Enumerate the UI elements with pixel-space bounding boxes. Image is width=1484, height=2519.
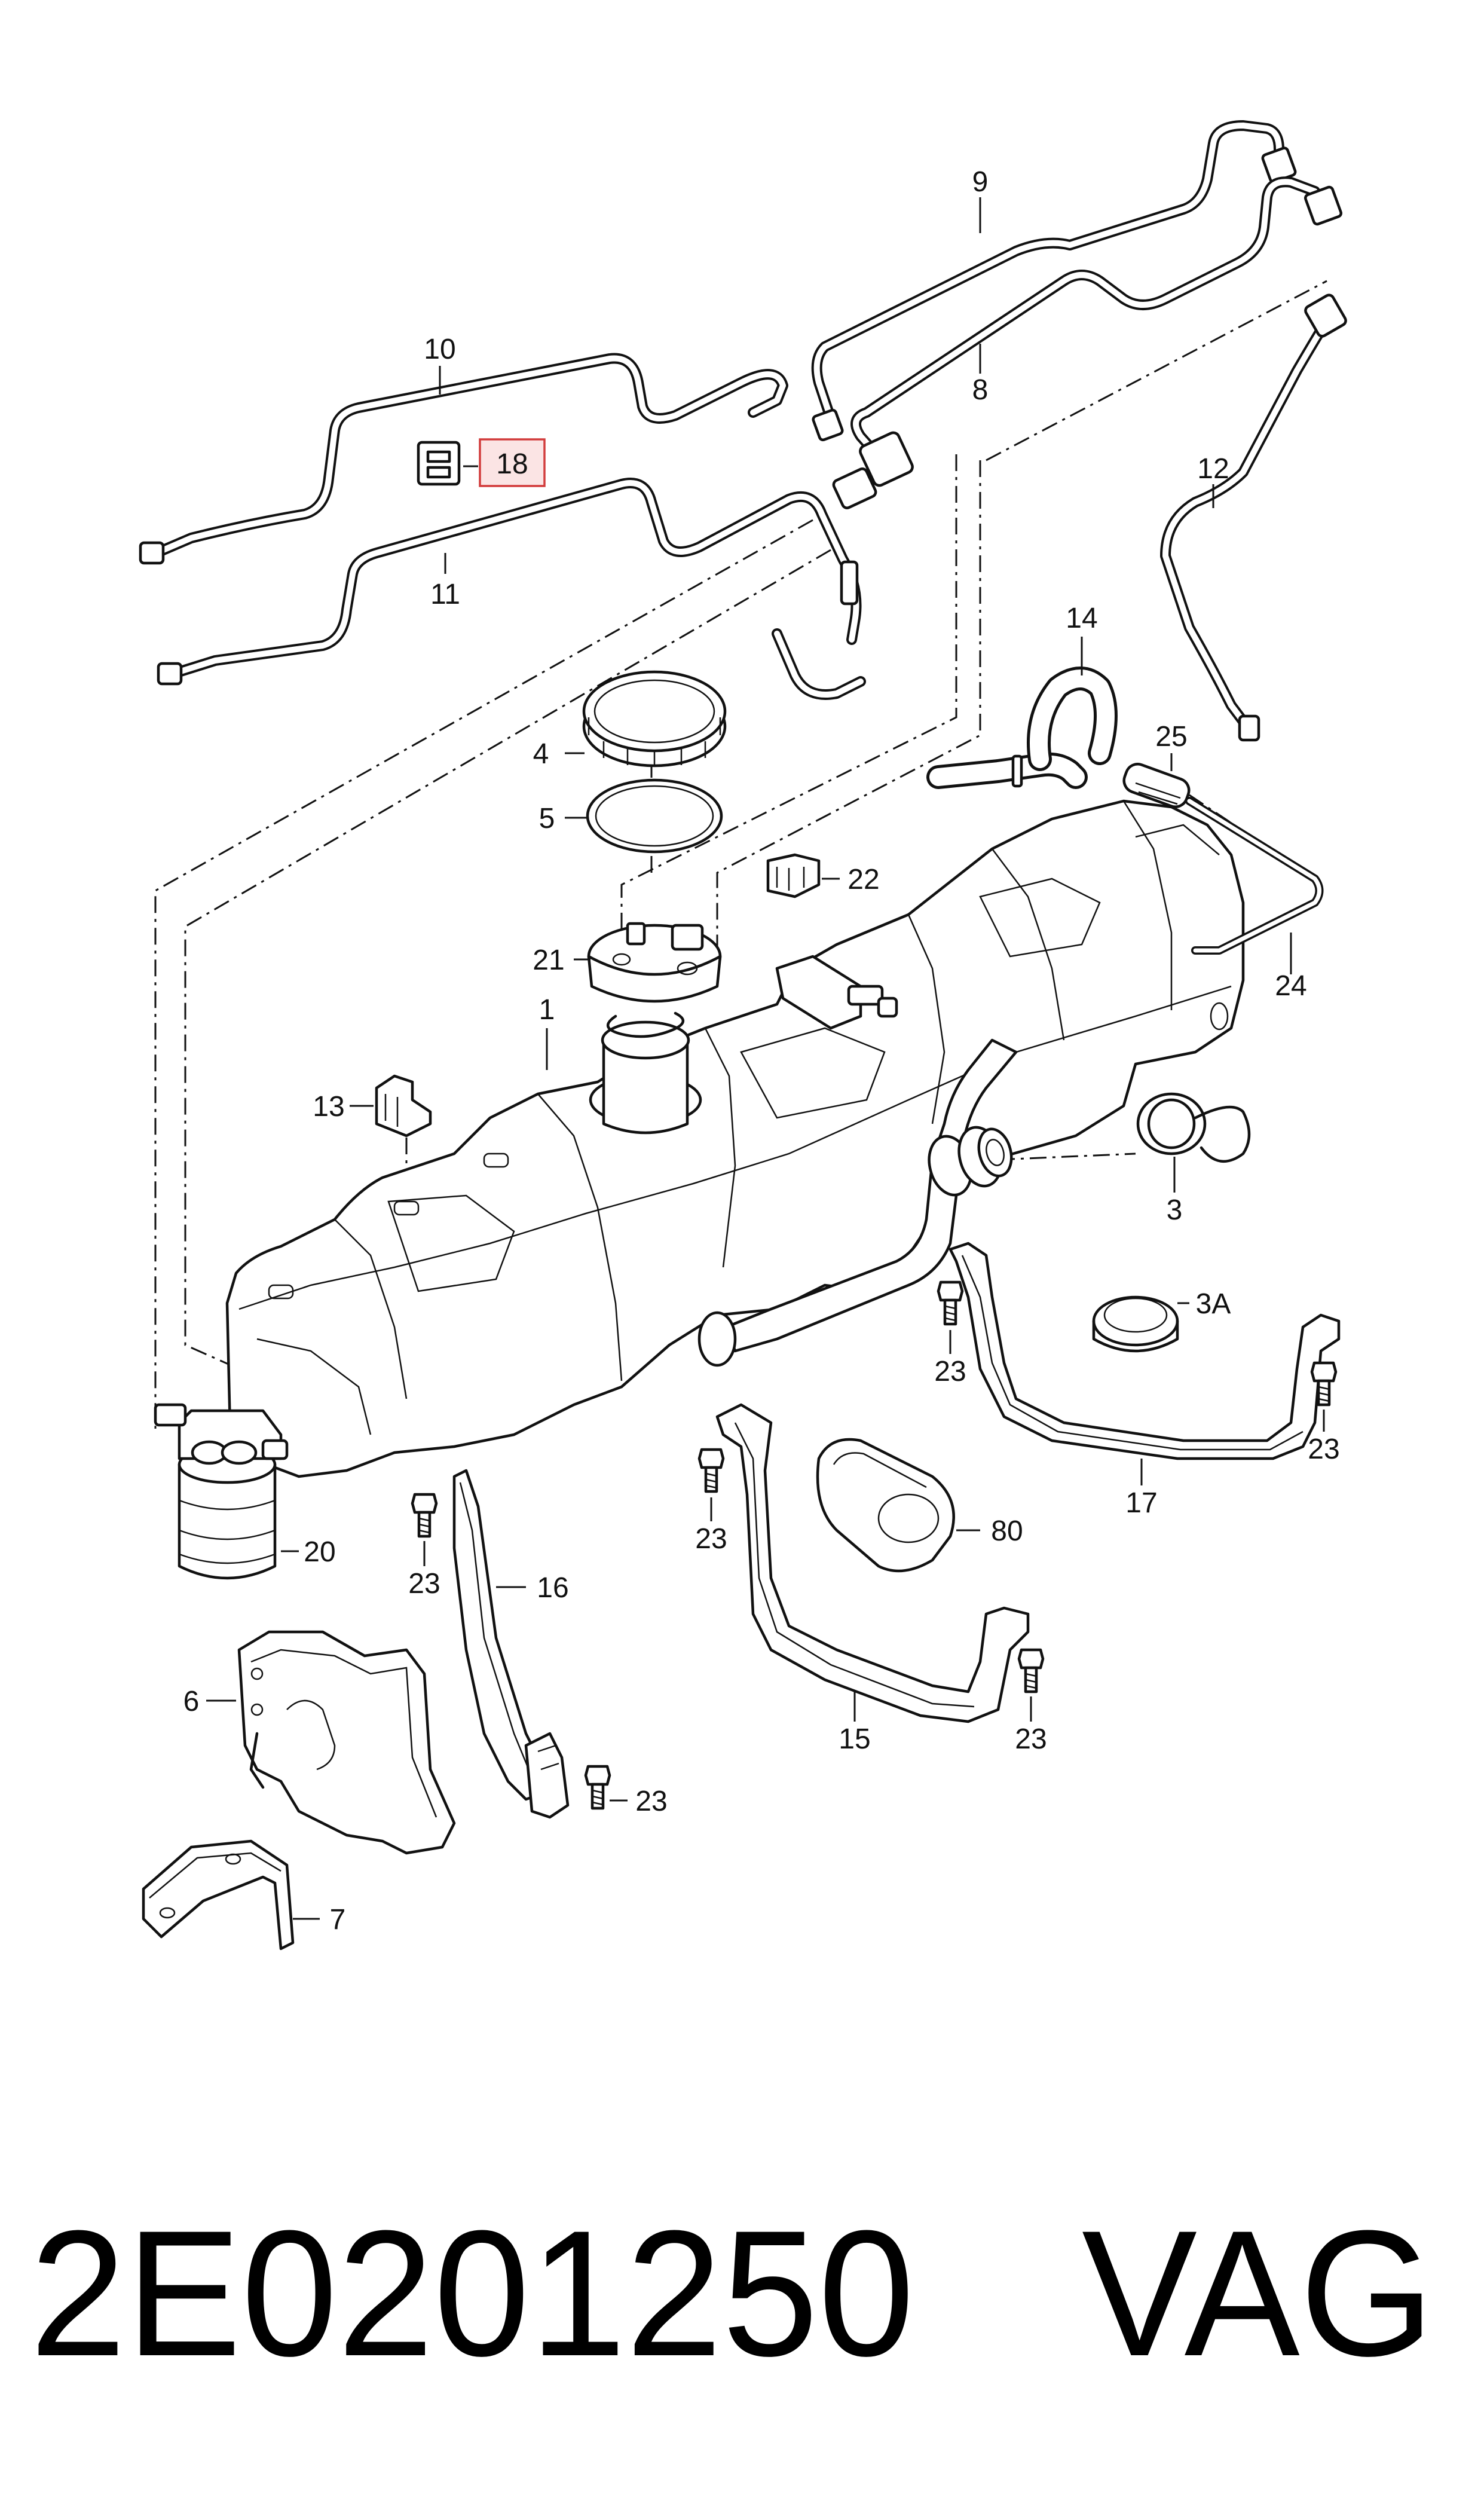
label-part-8: 8 <box>972 374 989 406</box>
cover-80 <box>816 1438 955 1573</box>
label-part-23: 23 <box>1015 1723 1047 1755</box>
strap-16 <box>452 1469 570 1819</box>
label-part-23: 23 <box>635 1786 667 1817</box>
label-part-23: 23 <box>408 1568 440 1600</box>
bolt-23 <box>1017 1648 1045 1693</box>
label-part-22: 22 <box>847 864 879 895</box>
bracket-7 <box>142 1839 295 1951</box>
label-part-15: 15 <box>839 1723 870 1755</box>
label-part-23: 23 <box>1308 1433 1339 1465</box>
label-part-13: 13 <box>313 1091 344 1123</box>
retaining-ring-3a <box>1092 1295 1179 1353</box>
filler-cap-3 <box>1136 1092 1251 1163</box>
label-part-24: 24 <box>1275 970 1306 1002</box>
label-part-5: 5 <box>539 803 555 834</box>
vent-line-24 <box>1185 797 1324 955</box>
breather-hose-14 <box>926 667 1118 789</box>
bolt-23 <box>937 1280 964 1326</box>
filter-25 <box>1122 763 1191 808</box>
fuel-tank-1 <box>225 799 1245 1478</box>
label-part-18: 18 <box>496 448 528 480</box>
leader-lines <box>206 197 1325 1920</box>
fuel-pump-21 <box>587 922 722 1135</box>
clip-22 <box>766 853 821 898</box>
label-part-25: 25 <box>1155 721 1187 753</box>
label-part-17: 17 <box>1125 1487 1157 1519</box>
bolt-23 <box>1310 1361 1338 1407</box>
callout-labels: 10 9 8 11 12 18 4 5 21 22 1 13 14 25 24 … <box>183 166 1340 1936</box>
label-part-11: 11 <box>430 579 460 610</box>
fuel-line-12 <box>1160 294 1347 742</box>
bolts-23 <box>411 1280 1338 1810</box>
label-part-12: 12 <box>1197 453 1229 485</box>
label-part-10: 10 <box>424 334 455 365</box>
part-number-text: 2E0201250 <box>30 2193 914 2393</box>
label-part-23: 23 <box>934 1356 966 1387</box>
locking-ring-4 <box>582 670 727 768</box>
bolt-23 <box>584 1765 611 1810</box>
brand-text: VAG <box>1082 2193 1434 2393</box>
seal-5 <box>586 778 723 854</box>
heat-shield-6 <box>237 1630 456 1855</box>
label-part-21: 21 <box>533 944 564 976</box>
bolt-23 <box>697 1448 725 1493</box>
strap-15 <box>715 1403 1030 1723</box>
label-part-14: 14 <box>1066 603 1097 634</box>
label-part-6: 6 <box>183 1686 200 1717</box>
label-part-9: 9 <box>972 166 989 198</box>
fuel-filter-20 <box>154 1403 289 1580</box>
fuel-line-10 <box>139 353 788 565</box>
label-part-23: 23 <box>695 1523 727 1555</box>
clip-18 <box>417 441 461 486</box>
fuel-line-11 <box>157 478 866 700</box>
strap-17 <box>948 1242 1341 1460</box>
fuel-line-8 <box>832 176 1343 509</box>
clip-13 <box>375 1074 432 1138</box>
label-part-16: 16 <box>537 1572 568 1604</box>
bolt-23 <box>411 1493 438 1538</box>
label-part-80: 80 <box>991 1515 1023 1547</box>
fuel-line-9 <box>811 120 1297 442</box>
label-part-1: 1 <box>539 994 555 1026</box>
label-part-20: 20 <box>304 1536 335 1568</box>
label-part-3: 3 <box>1167 1194 1183 1226</box>
label-part-3a: 3A <box>1196 1288 1231 1320</box>
label-part-4: 4 <box>533 738 549 770</box>
label-part-7: 7 <box>330 1904 346 1936</box>
part-18-highlight-box <box>479 438 546 487</box>
